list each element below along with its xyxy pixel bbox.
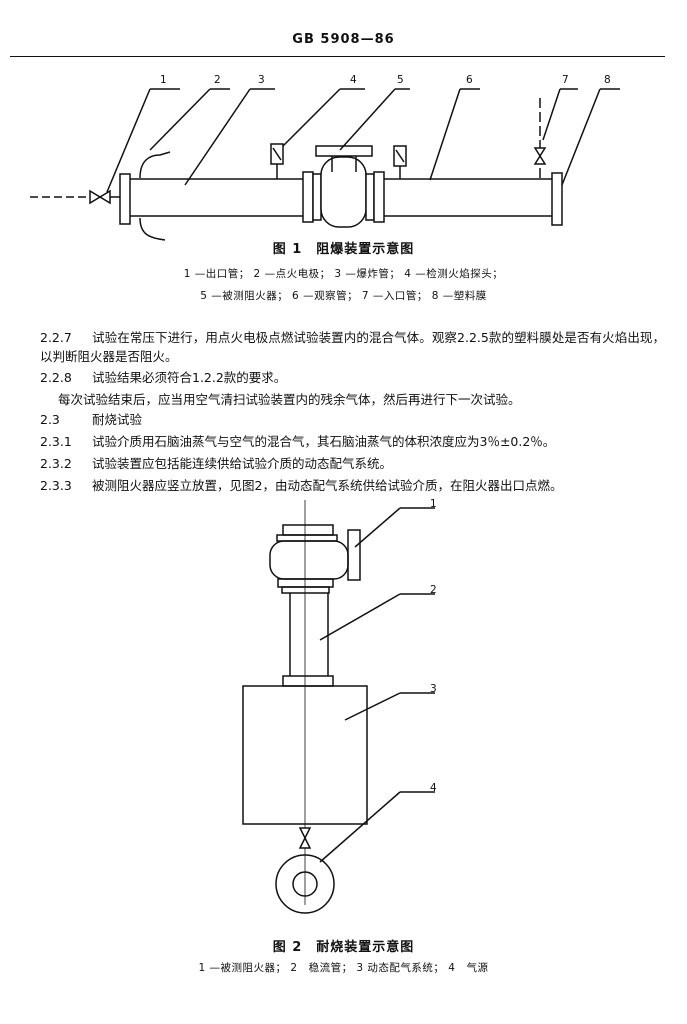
fig1-detector-right [393,145,407,167]
fig2-arrester-top [282,524,334,536]
fig2-label-4: 4 [430,782,438,794]
fig2-label-3: 3 [430,683,438,695]
fig1-flange-left [119,173,131,225]
fig2-label-1: 1 [430,498,438,510]
fig1-label-8: 8 [604,74,612,86]
fig1-valve-icon [89,189,102,205]
fig1-electrode-bottom [139,217,166,241]
fig2-gas-system-box [242,685,368,825]
fig2-gas-source-inner [292,871,318,897]
figure-1-title: 图 1 阻爆装置示意图 [272,242,415,257]
page-header: GB 5908—86 [292,32,395,47]
figure-1-legend-line-2: 5 —被测阻火器； 6 —观察管； 7 —入口管； 8 —塑料膜 [200,290,487,302]
fig1-label-4: 4 [350,74,358,86]
fig1-label-2: 2 [214,74,222,86]
fig1-label-6: 6 [466,74,474,86]
fig2-label-2: 2 [430,584,438,596]
fig2-arrester-outlet [347,529,361,581]
fig2-gas-source-outer [275,854,335,914]
fig2-arrester-body [269,540,349,580]
fig1-detector-left [270,143,284,165]
fig1-label-3: 3 [258,74,266,86]
figure-2-legend: 1 —被测阻火器； 2 稳流管； 3 动态配气系统； 4 气源 [198,962,489,974]
header-rule [10,56,665,57]
fig1-flange-right [551,172,563,226]
fig1-electrode-top [139,151,171,179]
figure-2-title: 图 2 耐烧装置示意图 [272,940,415,955]
fig1-label-5: 5 [397,74,405,86]
fig1-label-1: 1 [160,74,168,86]
figure-1-legend-line-1: 1 —出口管； 2 —点火电极； 3 —爆炸管； 4 —检测火焰探头； [183,268,504,280]
fig1-arrester-body [320,156,367,228]
fig1-arrester-top [315,145,373,157]
paragraph-cleanup: 每次试验结束后，应当用空气清扫试验装置内的残余气体，然后再进行下一次试验。 [58,392,521,407]
fig1-label-7: 7 [562,74,570,86]
